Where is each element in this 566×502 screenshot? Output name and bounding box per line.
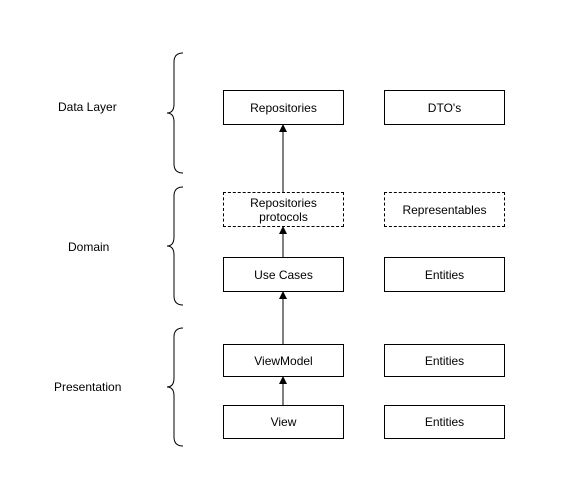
domain-layer-label: Domain	[68, 240, 110, 254]
view-box: View	[223, 405, 344, 439]
representables-box: Representables	[384, 192, 505, 227]
presentation-layer-label: Presentation	[54, 380, 122, 394]
entities-viewmodel-box: Entities	[384, 344, 505, 377]
viewmodel-box: ViewModel	[223, 344, 344, 377]
repositories-protocols-box: Repositories protocols	[223, 192, 344, 227]
data-layer-brace	[166, 52, 184, 174]
domain-brace	[166, 186, 184, 306]
use-cases-box: Use Cases	[223, 257, 344, 292]
repositories-box: Repositories	[223, 90, 344, 125]
entities-domain-box: Entities	[384, 257, 505, 292]
presentation-brace	[166, 327, 184, 447]
data-layer-label: Data Layer	[58, 100, 117, 114]
dtos-box: DTO's	[384, 90, 505, 125]
entities-view-box: Entities	[384, 405, 505, 439]
